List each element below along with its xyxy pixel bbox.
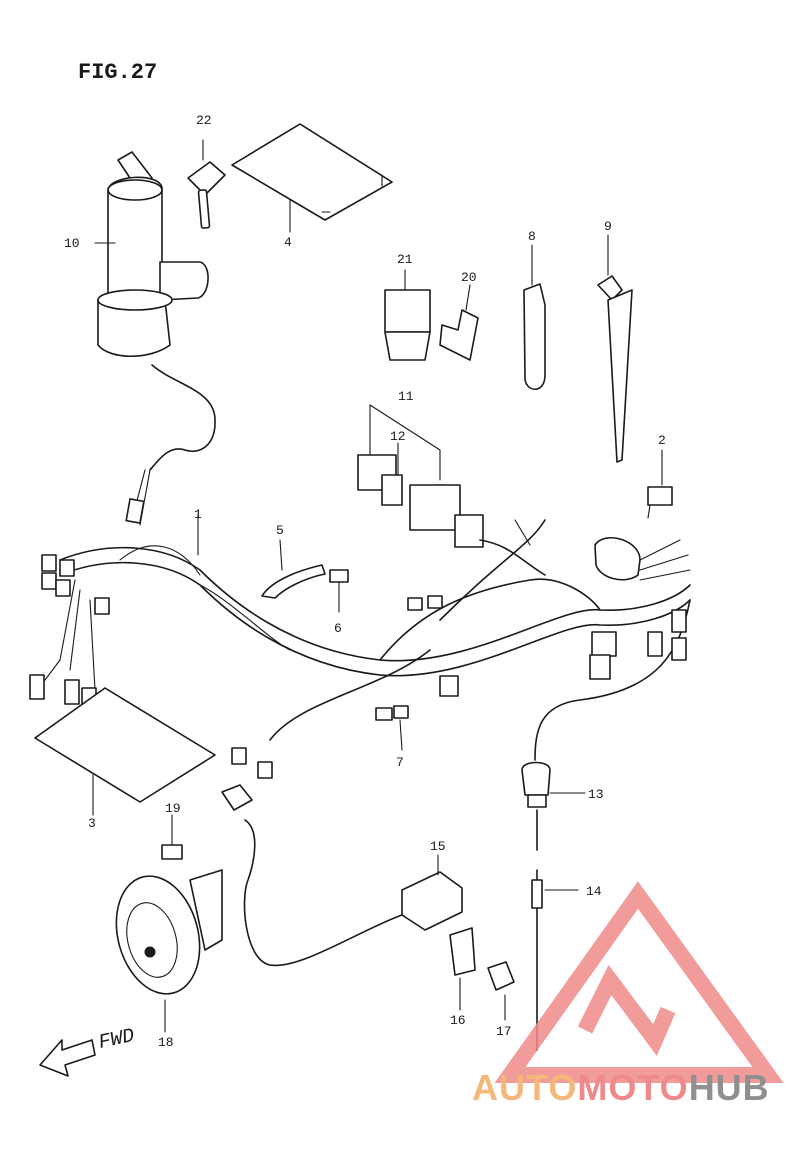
callout-16: 16 <box>450 1013 466 1028</box>
watermark-text: AUTOMOTOHUB <box>472 1067 770 1108</box>
watermark-part-moto: MOTO <box>577 1067 688 1108</box>
callout-2: 2 <box>658 433 666 448</box>
callout-17: 17 <box>496 1024 512 1039</box>
fwd-label: FWD <box>97 1025 137 1055</box>
part-9-tie <box>597 234 633 463</box>
callout-13: 13 <box>588 787 604 802</box>
callout-6: 6 <box>334 621 342 636</box>
callout-14: 14 <box>586 884 602 899</box>
part-6-bolt <box>329 569 349 613</box>
part-10-ignition-switch <box>94 151 216 471</box>
fwd-arrow-icon <box>39 1039 96 1077</box>
callout-9: 9 <box>604 219 612 234</box>
part-2-cap <box>647 449 673 519</box>
callout-11: 11 <box>398 389 414 404</box>
callout-19: 19 <box>165 801 181 816</box>
callout-10: 10 <box>64 236 80 251</box>
callout-12: 12 <box>390 429 406 444</box>
part-7-connector <box>231 595 459 779</box>
part-17-bolt <box>487 961 515 1021</box>
part-4-sheet <box>231 123 393 233</box>
part-18-horn <box>115 869 223 1033</box>
callout-5: 5 <box>276 523 284 538</box>
watermark-logo <box>494 881 784 1083</box>
callout-3: 3 <box>88 816 96 831</box>
figure-title: FIG.27 <box>78 60 157 85</box>
callout-22: 22 <box>196 113 212 128</box>
part-11-12-relay-set <box>357 404 546 576</box>
callout-8: 8 <box>528 229 536 244</box>
right-connector-group <box>589 536 691 680</box>
part-20-bracket <box>439 284 479 361</box>
callout-21: 21 <box>397 252 413 267</box>
callout-4: 4 <box>284 235 292 250</box>
part-8-clamp <box>523 244 546 391</box>
part-5-clamp <box>261 539 326 599</box>
callout-15: 15 <box>430 839 446 854</box>
part-15-switch <box>221 784 463 967</box>
callout-18: 18 <box>158 1035 174 1050</box>
callout-1: 1 <box>194 507 202 522</box>
callout-20: 20 <box>461 270 477 285</box>
part-3-sheet <box>34 687 216 816</box>
part-22-key <box>187 139 226 229</box>
callout-7: 7 <box>396 755 404 770</box>
part-13-switch <box>521 761 586 1051</box>
part-19-bolt <box>161 814 183 860</box>
part-14-connector <box>531 879 579 909</box>
watermark-part-hub: HUB <box>689 1067 770 1108</box>
part-1-wiring-harness <box>29 469 691 761</box>
part-21-relay <box>384 269 431 361</box>
part-16-bracket <box>449 927 476 1011</box>
watermark-part-auto: AUTO <box>472 1067 577 1108</box>
